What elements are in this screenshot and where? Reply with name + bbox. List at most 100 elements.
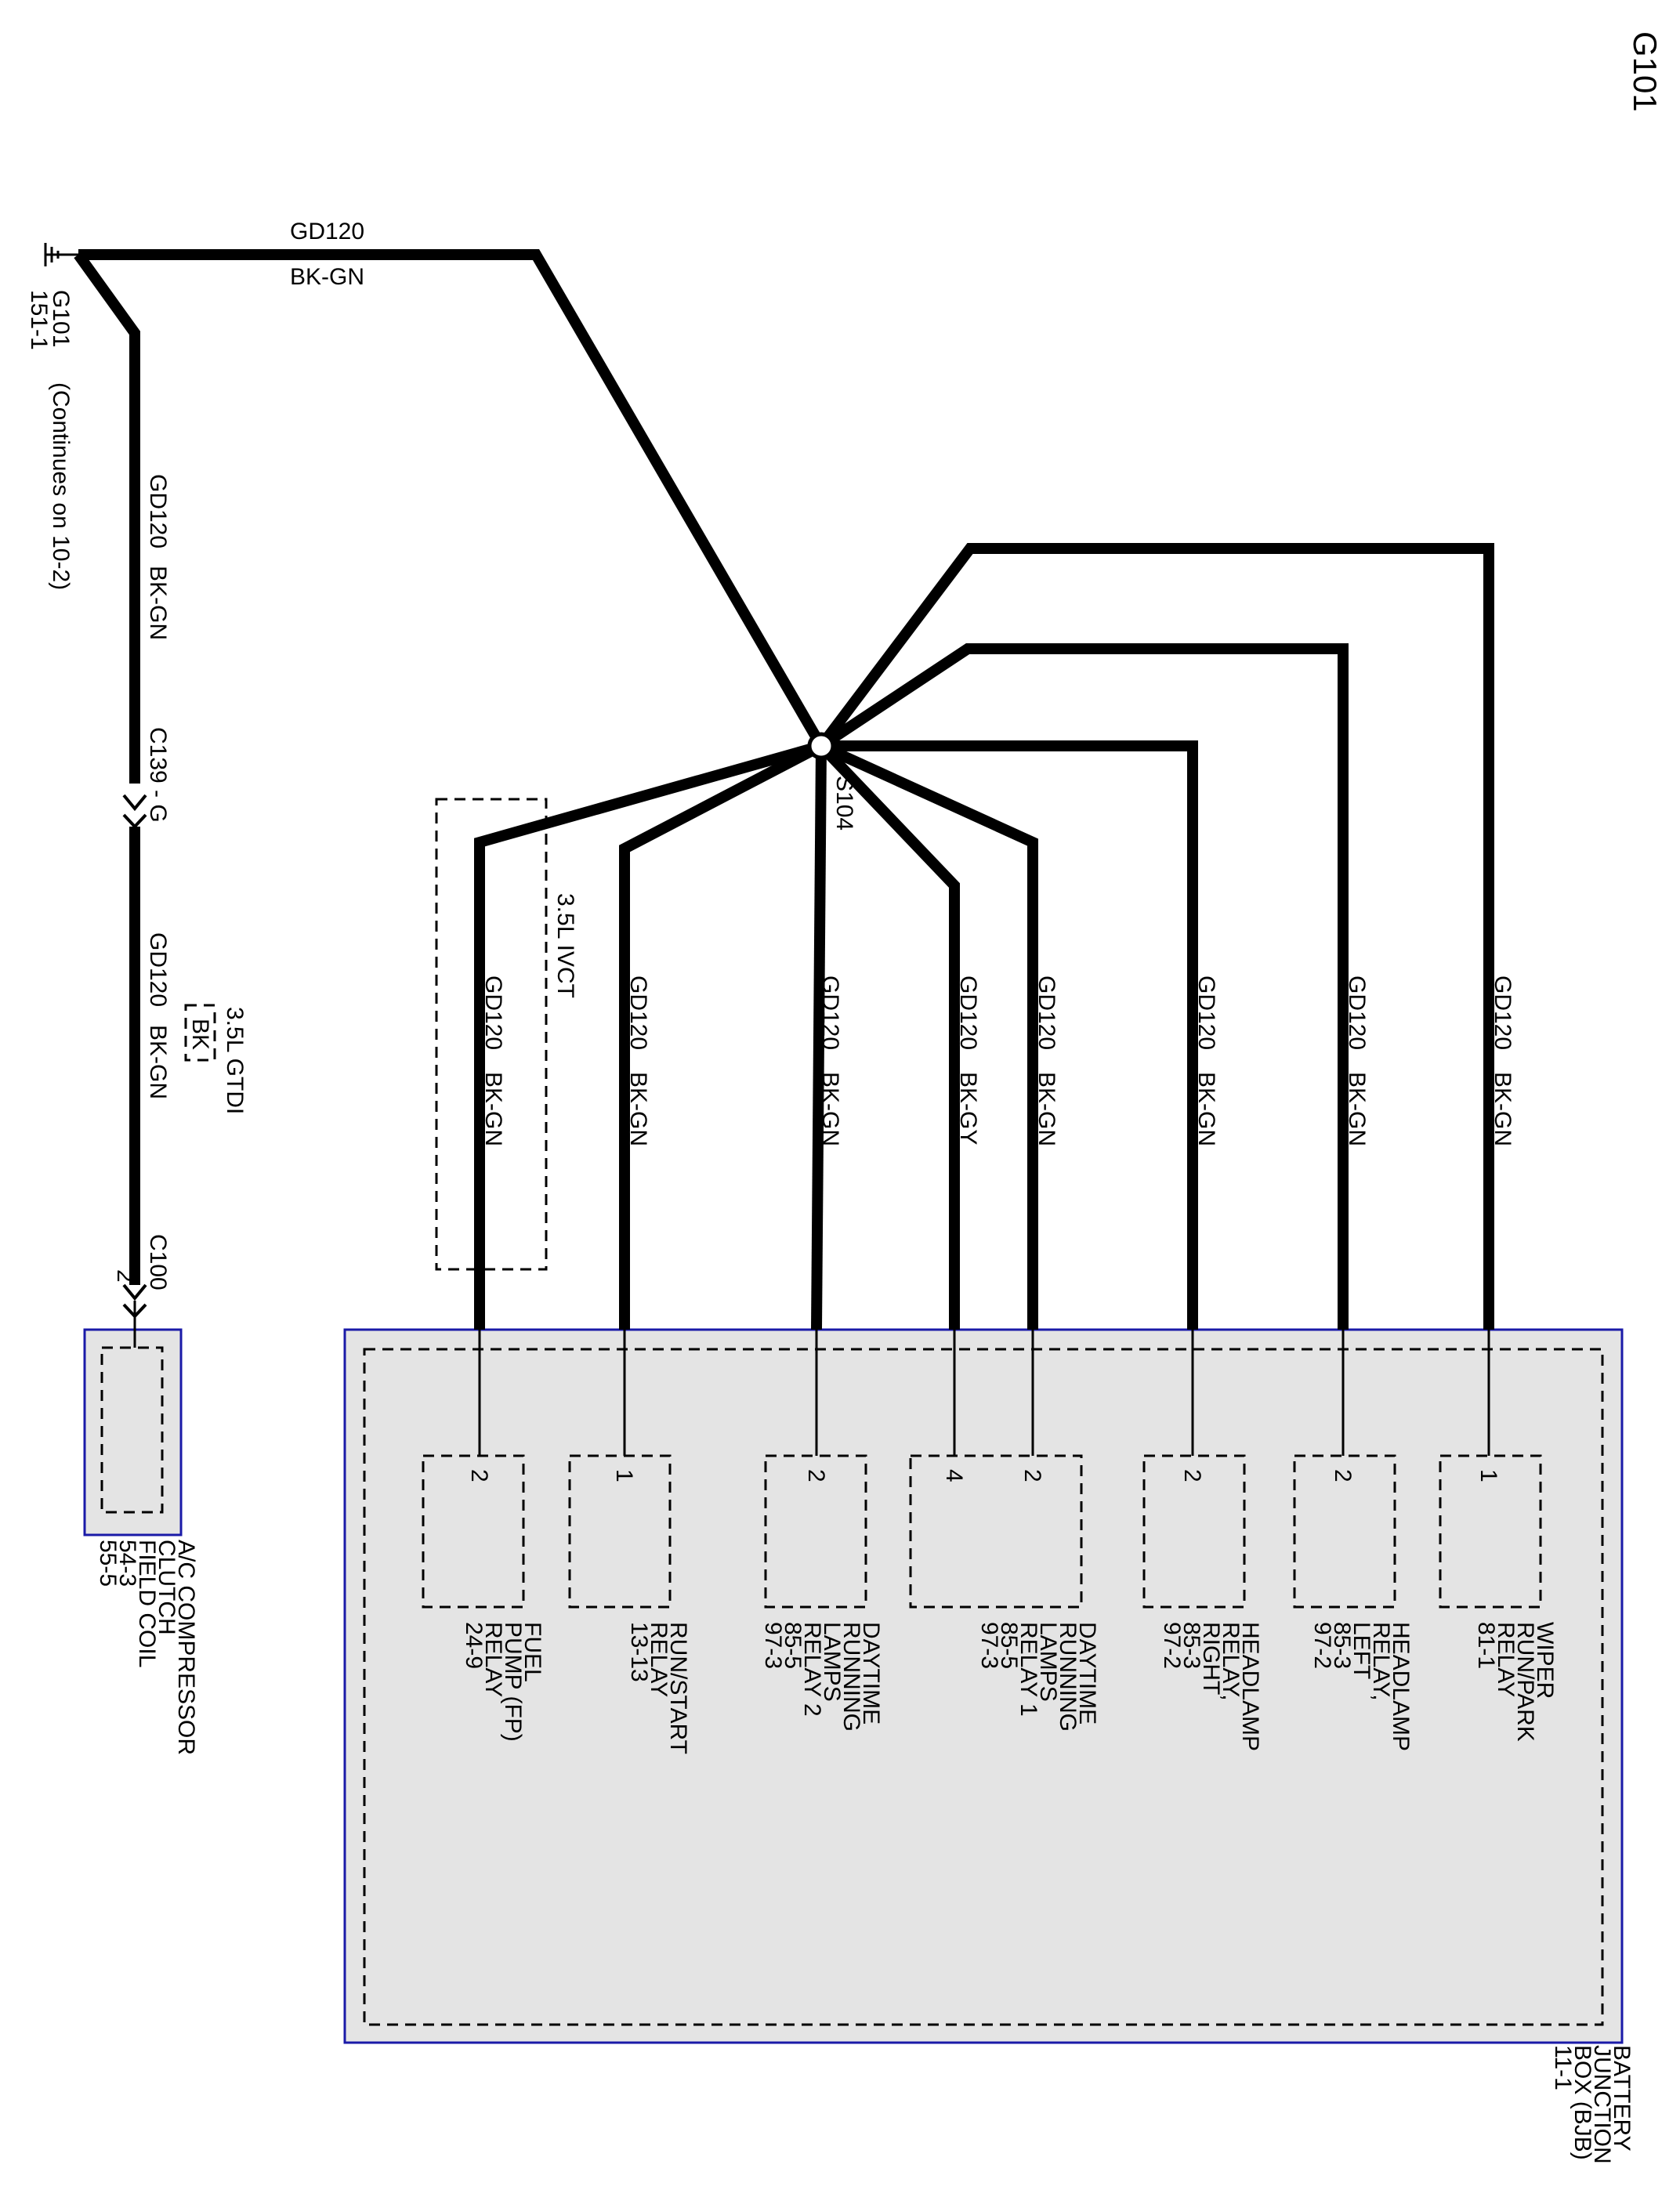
wire-ground-left-upper bbox=[74, 251, 140, 784]
svg-text:85-5: 85-5 bbox=[996, 1622, 1022, 1669]
svg-text:55-5: 55-5 bbox=[95, 1540, 121, 1587]
left-upper-color: BK-GN bbox=[145, 566, 171, 640]
connector-c100-label: C100 bbox=[145, 1234, 171, 1290]
continues-note: (Continues on 10-2) bbox=[48, 382, 74, 590]
svg-text:DAYTIME: DAYTIME bbox=[858, 1622, 884, 1725]
label-run-start-relay: RUN/START RELAY 13-13 bbox=[626, 1622, 691, 1754]
wire-branch-run-start bbox=[619, 740, 824, 1330]
svg-text:PUMP (FP): PUMP (FP) bbox=[500, 1622, 526, 1742]
wire-ground-to-splice bbox=[78, 249, 827, 749]
connector-c100-icon bbox=[122, 1283, 147, 1319]
svg-text:JUNCTION: JUNCTION bbox=[1589, 2045, 1615, 2164]
label-drl-relay-1: DAYTIME RUNNING LAMPS RELAY 1 85-5 97-3 bbox=[976, 1622, 1100, 1732]
svg-text:54-3: 54-3 bbox=[114, 1540, 140, 1587]
wire-branch-drl1-b bbox=[819, 740, 1038, 1330]
branch-drl1b-circuit: GD120 bbox=[1034, 975, 1059, 1050]
connector-c139-icon bbox=[122, 794, 147, 829]
branch-wiper-color: BK-GN bbox=[1490, 1072, 1515, 1146]
pin-headlamp-left: 2 bbox=[1330, 1469, 1356, 1482]
svg-text:DAYTIME: DAYTIME bbox=[1074, 1622, 1100, 1725]
wire-branch-wiper bbox=[816, 543, 1494, 1330]
label-ac-compressor-clutch: A/C COMPRESSOR CLUTCH FIELD COIL 54-3 55… bbox=[95, 1540, 199, 1755]
gtdi-note: 3.5L GTDI bbox=[222, 1007, 248, 1114]
branch-wiper-circuit: GD120 bbox=[1490, 975, 1515, 1050]
label-headlamp-relay-right: HEADLAMP RELAY, RIGHT 85-3 97-2 bbox=[1159, 1622, 1263, 1751]
svg-text:RELAY: RELAY bbox=[1493, 1622, 1519, 1697]
svg-text:RELAY 2: RELAY 2 bbox=[799, 1622, 825, 1717]
svg-text:BOX (BJB): BOX (BJB) bbox=[1570, 2045, 1595, 2160]
branch-hlr-circuit: GD120 bbox=[1193, 975, 1219, 1050]
pin-fuel-pump: 2 bbox=[466, 1469, 492, 1482]
branch-fp-color: BK-GN bbox=[480, 1072, 506, 1146]
branch-drl1b-color: BK-GN bbox=[1034, 1072, 1059, 1146]
svg-text:97-3: 97-3 bbox=[976, 1622, 1002, 1669]
ground-name: G101 bbox=[48, 290, 74, 347]
pin-drl1-a: 4 bbox=[941, 1469, 967, 1482]
wire-branch-headlamp-right bbox=[821, 740, 1198, 1330]
label-wiper-relay: WIPER RUN/PARK RELAY 81-1 bbox=[1473, 1622, 1558, 1742]
gtdi-color: BK bbox=[187, 1019, 213, 1050]
svg-text:RELAY: RELAY bbox=[480, 1622, 506, 1697]
svg-text:LEFT: LEFT bbox=[1349, 1622, 1374, 1679]
ac-compressor-clutch-box bbox=[83, 1328, 183, 1536]
pin-drl2: 2 bbox=[803, 1469, 829, 1482]
svg-text:LAMPS: LAMPS bbox=[1035, 1622, 1061, 1702]
branch-rs-color: BK-GN bbox=[625, 1072, 651, 1146]
left-lower-circuit: GD120 bbox=[145, 932, 171, 1007]
label-battery-junction-box: BATTERY JUNCTION BOX (BJB) 11-1 bbox=[1550, 2045, 1635, 2164]
splice-label: S104 bbox=[831, 776, 857, 831]
svg-text:13-13: 13-13 bbox=[626, 1622, 652, 1682]
wire-branch-fuel-pump bbox=[474, 740, 823, 1330]
branch-rs-circuit: GD120 bbox=[625, 975, 651, 1050]
svg-text:85-3: 85-3 bbox=[1179, 1622, 1204, 1669]
svg-text:HEADLAMP: HEADLAMP bbox=[1388, 1622, 1414, 1751]
svg-text:FUEL: FUEL bbox=[520, 1622, 545, 1682]
ivct-label: 3.5L IVCT bbox=[552, 893, 578, 998]
drl-relay-1-box bbox=[909, 1454, 1083, 1609]
top-wire-color: BK-GN bbox=[290, 264, 364, 290]
pin-drl1-b: 2 bbox=[1019, 1469, 1045, 1482]
svg-text:RELAY 1: RELAY 1 bbox=[1016, 1622, 1041, 1717]
splice-s104 bbox=[807, 732, 835, 760]
svg-text:RUN/START: RUN/START bbox=[665, 1622, 691, 1754]
branch-drl1a-circuit: GD120 bbox=[955, 975, 981, 1050]
wire-branch-headlamp-left bbox=[818, 643, 1349, 1330]
svg-text:RUNNING: RUNNING bbox=[838, 1622, 864, 1732]
svg-text:CLUTCH: CLUTCH bbox=[154, 1540, 179, 1635]
branch-hll-circuit: GD120 bbox=[1344, 975, 1370, 1050]
branch-drl1a-color: BK-GY bbox=[955, 1072, 981, 1145]
pin-run-start: 1 bbox=[611, 1469, 637, 1482]
svg-text:RIGHT: RIGHT bbox=[1198, 1622, 1224, 1695]
svg-text:85-5: 85-5 bbox=[780, 1622, 806, 1669]
connector-c100-pin: 2 bbox=[112, 1269, 138, 1283]
svg-text:WIPER: WIPER bbox=[1532, 1622, 1558, 1699]
svg-text:97-2: 97-2 bbox=[1309, 1622, 1335, 1669]
svg-text:81-1: 81-1 bbox=[1473, 1622, 1499, 1669]
svg-text:HEADLAMP: HEADLAMP bbox=[1237, 1622, 1263, 1751]
gtdi-bk-box bbox=[184, 1004, 216, 1062]
left-lower-color: BK-GN bbox=[145, 1025, 171, 1099]
label-headlamp-relay-left: HEADLAMP RELAY, LEFT 85-3 97-2 bbox=[1309, 1622, 1414, 1751]
svg-text:11-1: 11-1 bbox=[1550, 2045, 1576, 2090]
svg-text:85-3: 85-3 bbox=[1329, 1622, 1355, 1669]
ground-ref: 151-1 bbox=[26, 290, 52, 350]
battery-junction-box bbox=[343, 1328, 1624, 2044]
ground-icon bbox=[44, 243, 78, 266]
label-fuel-pump-relay: FUEL PUMP (FP) RELAY 24-9 bbox=[461, 1622, 545, 1742]
pin-headlamp-right: 2 bbox=[1179, 1469, 1205, 1482]
svg-text:97-2: 97-2 bbox=[1159, 1622, 1185, 1669]
branch-drl2-circuit: GD120 bbox=[817, 975, 843, 1050]
svg-text:RELAY,: RELAY, bbox=[1218, 1622, 1244, 1701]
svg-text:A/C COMPRESSOR: A/C COMPRESSOR bbox=[173, 1540, 199, 1755]
branch-hlr-color: BK-GN bbox=[1193, 1072, 1219, 1146]
svg-text:FIELD COIL: FIELD COIL bbox=[134, 1540, 160, 1667]
svg-text:97-3: 97-3 bbox=[760, 1622, 786, 1669]
top-wire-circuit: GD120 bbox=[290, 219, 364, 244]
wire-branch-drl1-a bbox=[816, 742, 960, 1330]
connector-c139-label: C139 - G bbox=[145, 727, 171, 823]
svg-text:RELAY,: RELAY, bbox=[1368, 1622, 1394, 1701]
ivct-variant-box bbox=[435, 798, 548, 1271]
svg-text:RUNNING: RUNNING bbox=[1055, 1622, 1081, 1732]
svg-text:RELAY: RELAY bbox=[646, 1622, 672, 1697]
